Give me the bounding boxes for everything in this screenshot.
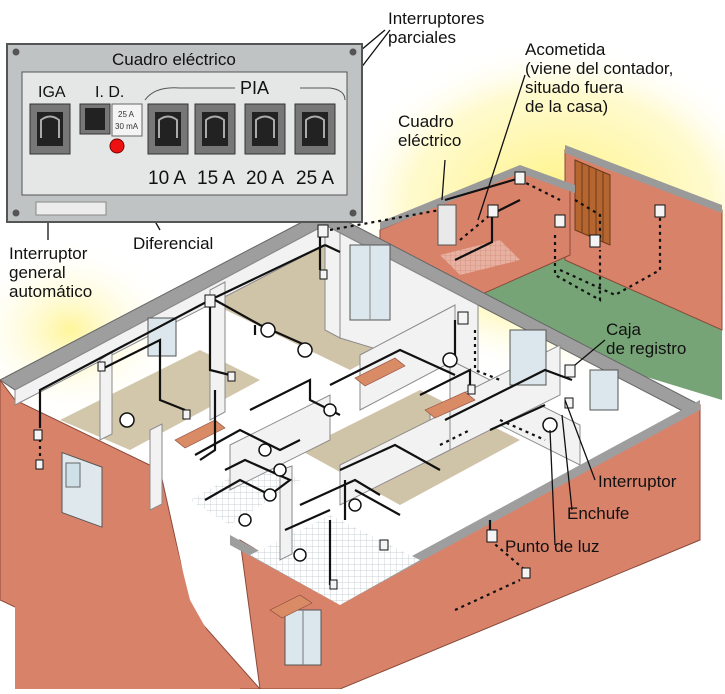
outer-wall-right-top xyxy=(565,145,722,213)
floor-bath xyxy=(190,460,300,525)
label-caja-registro: Caja de registro xyxy=(606,320,687,358)
amp-20: 20 A xyxy=(246,168,285,189)
breaker-iga xyxy=(29,103,71,155)
breaker-pia-10 xyxy=(147,103,189,155)
amp-25: 25 A xyxy=(296,168,335,189)
label-acometida: Acometida (viene del contador, situado f… xyxy=(525,40,674,116)
thresholds xyxy=(174,357,476,619)
entry-floor-tiles xyxy=(440,240,520,275)
amp-10: 10 A xyxy=(148,168,187,189)
label-interruptores-parciales: Interruptores parciales xyxy=(388,9,485,47)
wiring xyxy=(38,176,573,585)
window-left-room xyxy=(147,317,177,357)
breaker-pia-25 xyxy=(294,103,336,155)
label-iga: IGA xyxy=(38,84,66,101)
glass-door-right xyxy=(509,329,547,386)
electric-panel-small xyxy=(437,204,457,246)
id-rating-ma: 30 mA xyxy=(115,122,139,131)
amp-15: 15 A xyxy=(197,168,236,189)
breaker-panel xyxy=(6,43,363,223)
garden-floor xyxy=(478,240,722,400)
label-pia: PIA xyxy=(240,78,270,98)
switch-boxes xyxy=(33,171,666,590)
label-id: I. D. xyxy=(95,84,125,101)
label-enchufe: Enchufe xyxy=(567,504,630,523)
label-cuadro-electrico: Cuadro eléctrico xyxy=(398,112,462,150)
window-bedroom xyxy=(589,369,619,411)
panel-title: Cuadro eléctrico xyxy=(112,50,236,69)
label-diferencial: Diferencial xyxy=(133,234,214,253)
light-bulbs xyxy=(119,322,558,562)
label-interruptor-general: Interruptor general automático xyxy=(9,244,93,301)
breaker-pia-20 xyxy=(244,103,286,155)
label-interruptor: Interruptor xyxy=(598,472,677,491)
id-rating-a: 25 A xyxy=(118,110,135,119)
label-punto-luz: Punto de luz xyxy=(505,537,600,556)
breaker-id xyxy=(79,103,143,154)
wiring-dotted xyxy=(38,179,662,611)
front-door xyxy=(574,159,611,246)
window-left-frame xyxy=(65,462,81,488)
breaker-pia-15 xyxy=(194,103,236,155)
